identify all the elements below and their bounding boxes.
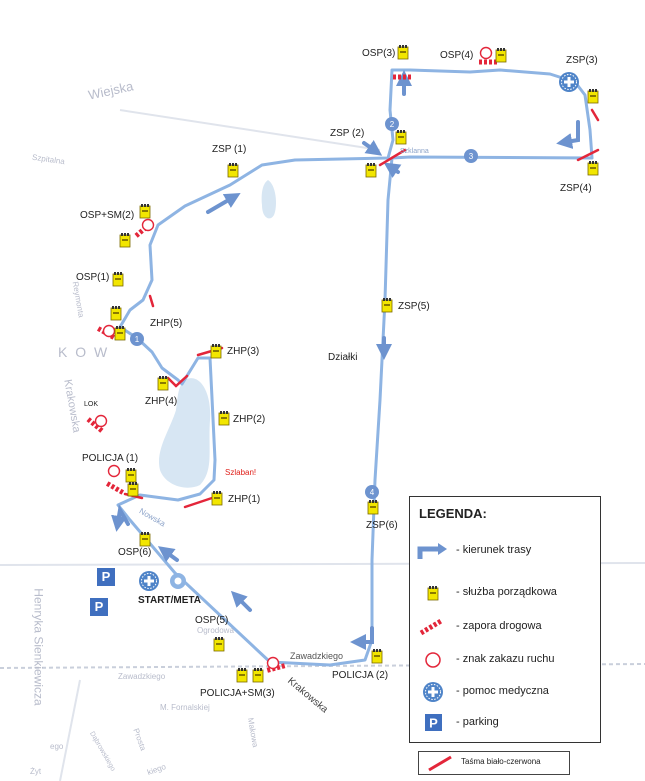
marshal-icon [427, 585, 439, 601]
street-szklanna: Szklanna [400, 148, 429, 155]
label-osp5: OSP(5) [195, 615, 229, 626]
label-lok: LOK [84, 401, 99, 408]
tape-legend-label: Taśma biało-czerwona [461, 757, 541, 766]
label-policja2: POLICJA (2) [332, 670, 389, 681]
waypoint-4: 4 [365, 485, 379, 499]
label-zsp2: ZSP (2) [330, 128, 365, 139]
legend-item-no-entry: - znak zakazu ruchu [410, 648, 600, 672]
label-policja-sm3: POLICJA+SM(3) [200, 688, 275, 699]
parking-marker-2: P [90, 598, 108, 616]
label-zsp5: ZSP(5) [398, 301, 430, 312]
parking-marker-1: P [97, 568, 115, 586]
legend-title: LEGENDA: [419, 506, 487, 521]
legend-label-medical: - pomoc medyczna [456, 685, 549, 697]
street-ogrodowa: Ogrodowa [197, 626, 234, 635]
street-sienkiewicza: Henryka Sienkiewicza [31, 588, 46, 706]
label-osp3: OSP(3) [362, 48, 396, 59]
legend-item-medical: - pomoc medyczna [410, 680, 600, 704]
no-entry-sign-icon [425, 652, 441, 668]
waypoint-1-label: 1 [135, 335, 140, 344]
label-zhp5: ZHP(5) [150, 318, 183, 329]
street-zyt: Żyt [30, 767, 42, 776]
note-szlaban: Szlaban! [225, 468, 257, 477]
label-zhp4: ZHP(4) [145, 396, 178, 407]
route-arrow-icon [417, 543, 447, 559]
legend-item-parking: P - parking [410, 711, 600, 735]
street-zawadzkiego: Zawadzkiego [118, 672, 166, 681]
start-meta-pin [170, 573, 186, 589]
street-zawadzkiego-right: Zawadzkiego [290, 651, 344, 661]
parking-icon-letter: P [429, 716, 438, 731]
legend-label-route: - kierunek trasy [456, 544, 532, 556]
waypoint-2-label: 2 [390, 120, 395, 129]
waypoint-4-label: 4 [370, 488, 375, 497]
legend-item-marshal: - służba porządkowa [410, 581, 600, 605]
waypoint-2: 2 [385, 117, 399, 131]
tape-legend: Taśma biało-czerwona [418, 751, 570, 775]
waypoint-3-label: 3 [469, 152, 474, 161]
tape-icon [428, 755, 452, 772]
legend: LEGENDA: - kierunek trasy - służba porzą… [409, 496, 601, 743]
legend-label-parking: - parking [456, 716, 499, 728]
label-policja1: POLICJA (1) [82, 453, 139, 464]
medical-star-icon [422, 681, 444, 703]
label-zsp4: ZSP(4) [560, 183, 592, 194]
street-dzialki: Działki [328, 352, 358, 363]
legend-item-barrier: - zapora drogowa [410, 615, 600, 639]
route-arrows [111, 70, 580, 650]
route-path [116, 68, 594, 667]
parking-icon: P [425, 714, 442, 731]
label-zsp1: ZSP (1) [212, 144, 247, 155]
label-osp-sm2: OSP+SM(2) [80, 210, 135, 221]
label-start-meta: START/META [138, 595, 201, 606]
street-kow: K O W [58, 344, 110, 360]
street-fornalskiej: M. Fornalskiej [160, 703, 210, 712]
legend-label-marshal: - służba porządkowa [456, 586, 557, 598]
lake [158, 378, 211, 488]
label-osp4: OSP(4) [440, 50, 474, 61]
pond-upper [261, 180, 276, 219]
legend-item-route: - kierunek trasy [410, 539, 600, 563]
street-ego: ego [50, 742, 64, 751]
label-zhp3: ZHP(3) [227, 346, 260, 357]
legend-label-barrier: - zapora drogowa [456, 620, 542, 632]
label-osp6: OSP(6) [118, 547, 152, 558]
label-zhp2: ZHP(2) [233, 414, 266, 425]
label-osp1: OSP(1) [76, 272, 110, 283]
label-zhp1: ZHP(1) [228, 494, 261, 505]
waypoint-1: 1 [130, 332, 144, 346]
legend-label-no-entry: - znak zakazu ruchu [456, 653, 555, 665]
label-zsp6: ZSP(6) [366, 520, 398, 531]
waypoint-3: 3 [464, 149, 478, 163]
road-barrier-icon [419, 618, 443, 636]
label-zsp3: ZSP(3) [566, 55, 598, 66]
